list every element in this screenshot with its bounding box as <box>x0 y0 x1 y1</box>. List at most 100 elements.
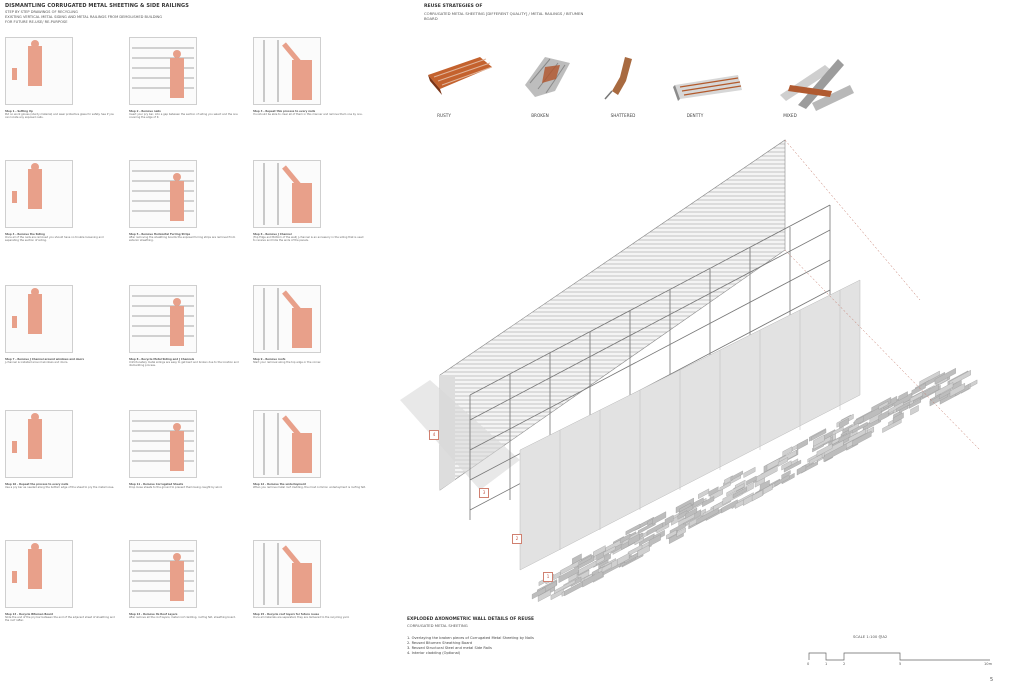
step-body: You should be able to clear all of them … <box>253 113 363 117</box>
step-illustration <box>5 37 73 105</box>
step-title: Step 4 - Remove the Siding <box>5 233 45 236</box>
layer-bitumen-board <box>519 279 861 571</box>
callout-1: 1 <box>543 572 553 582</box>
metal-piece <box>796 438 808 451</box>
metal-piece <box>832 426 844 436</box>
step-illustration <box>253 410 321 478</box>
left-panel-title: DISMANTLING CORRUGATED METAL SHEETING & … <box>5 3 189 9</box>
metal-piece <box>648 534 661 547</box>
metal-piece <box>898 391 908 401</box>
step-body: Start your removal along the top edge or… <box>253 361 322 365</box>
step-text: Step 15 - Recycle roof layers for future… <box>253 613 366 619</box>
step-title: Step 12 - Remove the underlayment <box>253 483 306 486</box>
step-title: Step 11 - Remove Corrugated Sheets <box>129 483 184 486</box>
legend-item: 1. Overlaying the broken pieces of Corru… <box>407 636 534 640</box>
metal-piece <box>774 474 790 487</box>
metal-piece <box>531 587 546 600</box>
metal-piece <box>811 429 827 441</box>
step-illustration <box>129 410 197 478</box>
step-illustration <box>253 37 321 105</box>
metal-piece <box>852 430 872 447</box>
step-text: Step 6 - Remove J Channel(Top Edge and B… <box>253 233 366 243</box>
layer-broken-pieces <box>531 367 978 602</box>
material-label-shattered: SHATTERED <box>610 113 636 118</box>
scale-tick: 10m <box>984 662 993 666</box>
scale-tick: 2 <box>843 662 846 666</box>
metal-piece <box>935 382 954 397</box>
step-illustration <box>253 540 321 608</box>
metal-piece <box>839 417 849 429</box>
step-title: Step 3 - Repeat this process to every na… <box>253 110 316 113</box>
step-title: Step 6 - Remove J Channel <box>253 233 292 236</box>
metal-piece <box>783 459 802 473</box>
step-body: Drop loose sheets to the ground to preve… <box>129 486 223 490</box>
metal-piece <box>685 507 698 519</box>
reuse-title: REUSE STRATEGIES OF <box>424 4 483 9</box>
callout-4: 4 <box>429 430 439 440</box>
metal-piece <box>743 466 756 478</box>
metal-piece <box>892 412 904 424</box>
metal-piece <box>782 446 793 457</box>
metal-piece <box>751 489 763 502</box>
metal-piece <box>601 562 612 573</box>
metal-piece <box>888 401 904 414</box>
legend-item: 2. Reused Bitumen Sheathing Board <box>407 641 473 645</box>
metal-piece <box>910 405 919 416</box>
metal-piece <box>656 523 670 534</box>
step-illustration <box>129 540 197 608</box>
step-illustration <box>5 540 73 608</box>
step-title: Step 5 - Remove Horizontal Furring Strip… <box>129 233 191 236</box>
metal-piece <box>696 507 719 525</box>
metal-piece <box>838 432 851 443</box>
step-body: When you remove metal roof cladding, the… <box>253 486 366 490</box>
metal-piece <box>949 370 971 387</box>
step-text: Step 7 - Remove J Channel around windows… <box>5 358 118 364</box>
step-text: Step 3 - Repeat this process to every na… <box>253 110 366 116</box>
step-title: Step 10 - Repeat the process to every na… <box>5 483 69 486</box>
metal-piece <box>646 522 663 536</box>
metal-piece <box>813 434 825 447</box>
metal-piece <box>719 481 731 492</box>
step-title: Step 8 - Recycle Metal Siding and J Chan… <box>129 358 195 361</box>
metal-piece <box>746 475 757 486</box>
step-body: Once all of the nails are removed you sh… <box>5 236 104 243</box>
material-label-rusty: RUSTY <box>437 113 451 118</box>
metal-piece <box>726 483 745 497</box>
step-body: After remove all the roof layers; metal … <box>129 616 236 620</box>
step-illustration <box>129 37 197 105</box>
step-title: Step 13 - Recycle Bitumen Board <box>5 613 54 616</box>
callout-2: 2 <box>512 534 522 544</box>
metal-piece <box>732 487 747 499</box>
step-title: Step 7 - Remove J Channel around windows… <box>5 358 84 361</box>
metal-piece <box>652 511 667 525</box>
ground-shadow <box>400 380 520 490</box>
metal-piece <box>854 416 864 426</box>
legend-item: 4. Interior cladding (Optional) <box>407 651 461 655</box>
step-body: Once all materials are separated, they a… <box>253 616 350 620</box>
page-number: 5 <box>990 677 994 683</box>
metal-piece <box>759 479 770 491</box>
metal-piece <box>824 443 847 462</box>
step-body: Slide the end of the pry bar between the… <box>5 616 115 623</box>
metal-piece <box>922 383 939 399</box>
exploded-axonometric-drawing <box>400 139 981 602</box>
metal-piece <box>593 545 606 558</box>
step-illustration <box>253 285 321 353</box>
legend-subtitle: CORRUGATED METAL SHEETING <box>407 623 468 628</box>
metal-piece <box>896 401 910 412</box>
step-illustration <box>129 160 197 228</box>
material-label-mixed: MIXED <box>783 113 797 118</box>
metal-piece <box>730 470 743 481</box>
scale-tick: 5 <box>899 662 902 666</box>
step-body: Use a pry bar as needed along the bottom… <box>5 486 115 490</box>
metal-piece <box>637 544 650 558</box>
metal-piece <box>852 421 868 434</box>
metal-piece <box>537 589 551 602</box>
step-body: Put on work gloves (sturdy material) and… <box>5 113 115 120</box>
step-text: Step 5 - Remove Horizontal Furring Strip… <box>129 233 242 243</box>
